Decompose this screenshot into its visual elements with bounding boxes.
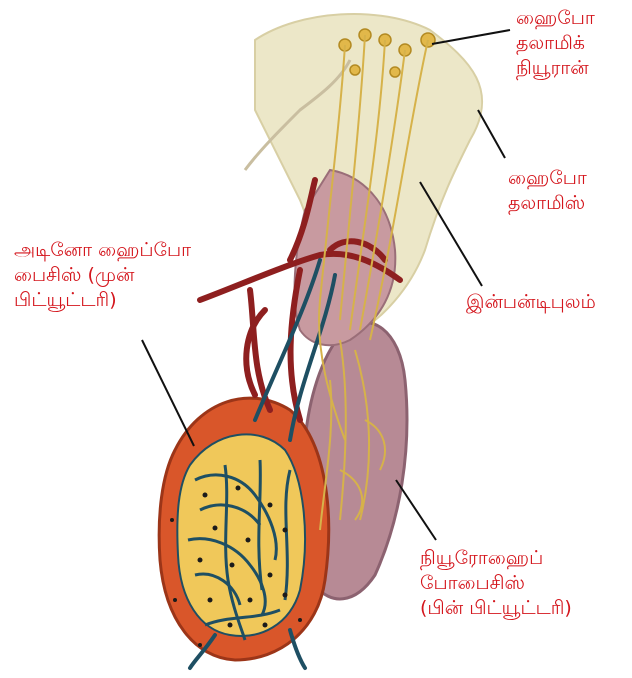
label-neurohypophysis: நியூரோஹைப் போபைசிஸ் (பின் பிட்யூட்டரி) [420, 546, 572, 621]
leader-hypothalamus [478, 110, 505, 158]
leader-neurohypophysis [396, 480, 436, 540]
label-adenohypophysis: அடினோ ஹைப்போ பைசிஸ் (முன் பிட்யூட்டரி) [14, 238, 191, 313]
label-infundibulum: இன்பன்டிபுலம் [466, 290, 596, 315]
leader-hypothalamic-neuron [432, 30, 510, 44]
label-hypothalamic-neuron: ஹைபோ தலாமிக் நியூரான் [516, 6, 595, 81]
leader-adenohypophysis [142, 340, 194, 446]
label-hypothalamus: ஹைபோ தலாமிஸ் [508, 166, 587, 216]
